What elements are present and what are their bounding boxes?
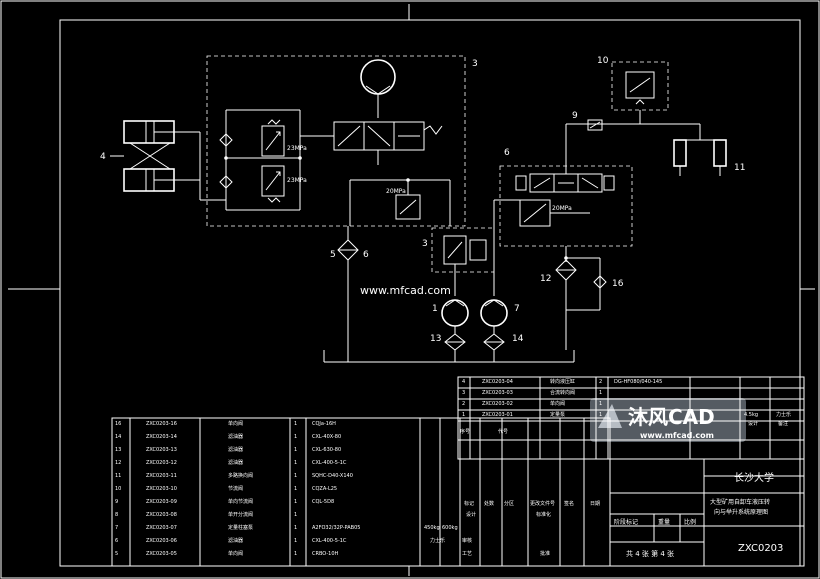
label-1: 1 (432, 304, 438, 314)
steering-valve-block (200, 55, 466, 227)
pressure-label-1: 23MPa (287, 145, 307, 152)
component-labels: 4 3 3 5 6 6 1 7 13 14 12 16 9 10 11 23MP… (100, 56, 745, 344)
lift-cylinder-group (565, 61, 727, 176)
stage-mark-header: 阶段标记 (614, 519, 639, 526)
left-pump-group (337, 226, 495, 362)
title-block (609, 458, 805, 567)
label-10: 10 (597, 56, 609, 66)
weight-header: 重量 (658, 519, 671, 526)
drawing-title-line1: 大型矿用自卸车液压转 (710, 499, 771, 506)
table-row: 11 ZXC0203-11 多路换向阀 1 SQHC-D40-X140 (115, 473, 353, 479)
pressure-label-3: 20MPa (386, 188, 406, 195)
table-row: 16 ZXC0203-16 单向阀 1 CQJa-16H (115, 421, 336, 427)
watermark-text: www.mfcad.com (360, 284, 451, 297)
bom-lower-table (111, 417, 611, 567)
scale-header: 比例 (684, 519, 697, 526)
label-9: 9 (572, 111, 578, 121)
svg-text:沐风CAD: 沐风CAD (628, 405, 715, 429)
sheet-info: 共 4 张 第 4 张 (626, 550, 675, 558)
right-pump-group (480, 200, 508, 362)
table-row: 14 ZXC0203-14 滤油器 1 CXL-40X-80 (115, 434, 342, 440)
label-4: 4 (100, 152, 106, 162)
change-record-header: 标记 处数 分区 更改文件号 签名 日期 (464, 501, 601, 507)
label-3-mid: 3 (422, 239, 428, 249)
label-13: 13 (430, 334, 441, 344)
school-name: 长沙大学 (734, 473, 774, 484)
table-row: 5 ZXC0203-05 单向阀 1 CRBO-10H 工艺 批准 (115, 551, 551, 557)
table-row: 10 ZXC0203-10 节流阀 1 CQZA-L25 (115, 486, 338, 492)
site-logo: 沐风CAD www.mfcad.com (590, 398, 746, 442)
label-12: 12 (540, 274, 551, 284)
label-16: 16 (612, 279, 624, 289)
bom-header-row: 序号 代号 设计 备注 (460, 421, 789, 435)
label-7: 7 (514, 304, 520, 314)
table-row: 4 ZXC0203-04 转向液压缸 2 DG-HF080/040-145 (462, 379, 663, 385)
table-row: 1 ZXC0203-01 定量泵 1 4.5kg 力士乐 (462, 412, 792, 418)
table-row: 9 ZXC0203-09 单向节流阀 1 CQL-5D8 (115, 499, 335, 505)
table-row: 12 ZXC0203-12 滤油器 1 CXL-400-5-1C (115, 460, 347, 466)
table-row: 2 ZXC0203-02 单向阀 1 (462, 401, 603, 407)
label-14: 14 (512, 334, 524, 344)
label-6-right: 6 (504, 148, 510, 158)
svg-text:www.mfcad.com: www.mfcad.com (640, 431, 714, 440)
table-row: 3 ZXC0203-03 合流转向阀 1 (462, 390, 603, 396)
label-3-top: 3 (472, 59, 478, 69)
drawing-title-line2: 向与举升系统原理图 (714, 509, 769, 516)
lift-valve-block (494, 140, 633, 350)
table-row: 13 ZXC0203-13 滤油器 1 CXL-630-80 (115, 447, 342, 453)
table-row: 7 ZXC0203-07 定量柱塞泵 1 A2FO32/32P-PAB05 45… (115, 525, 458, 531)
table-row: 8 ZXC0203-08 单开分流阀 1 设计 标准化 (115, 512, 552, 518)
pressure-label-2: 23MPa (287, 177, 307, 184)
label-6-left: 6 (363, 250, 369, 260)
drawing-number: ZXC0203 (738, 543, 784, 554)
label-11: 11 (734, 163, 745, 173)
steering-cylinders (110, 120, 201, 200)
table-row: 6 ZXC0203-06 滤油器 1 CXL-400-5-1C 力士乐 审核 (115, 538, 473, 544)
title-block-text: 长沙大学 大型矿用自卸车液压转 向与举升系统原理图 阶段标记 重量 比例 共 4… (610, 459, 804, 566)
pressure-label-4: 20MPa (552, 205, 572, 212)
label-5: 5 (330, 250, 336, 260)
